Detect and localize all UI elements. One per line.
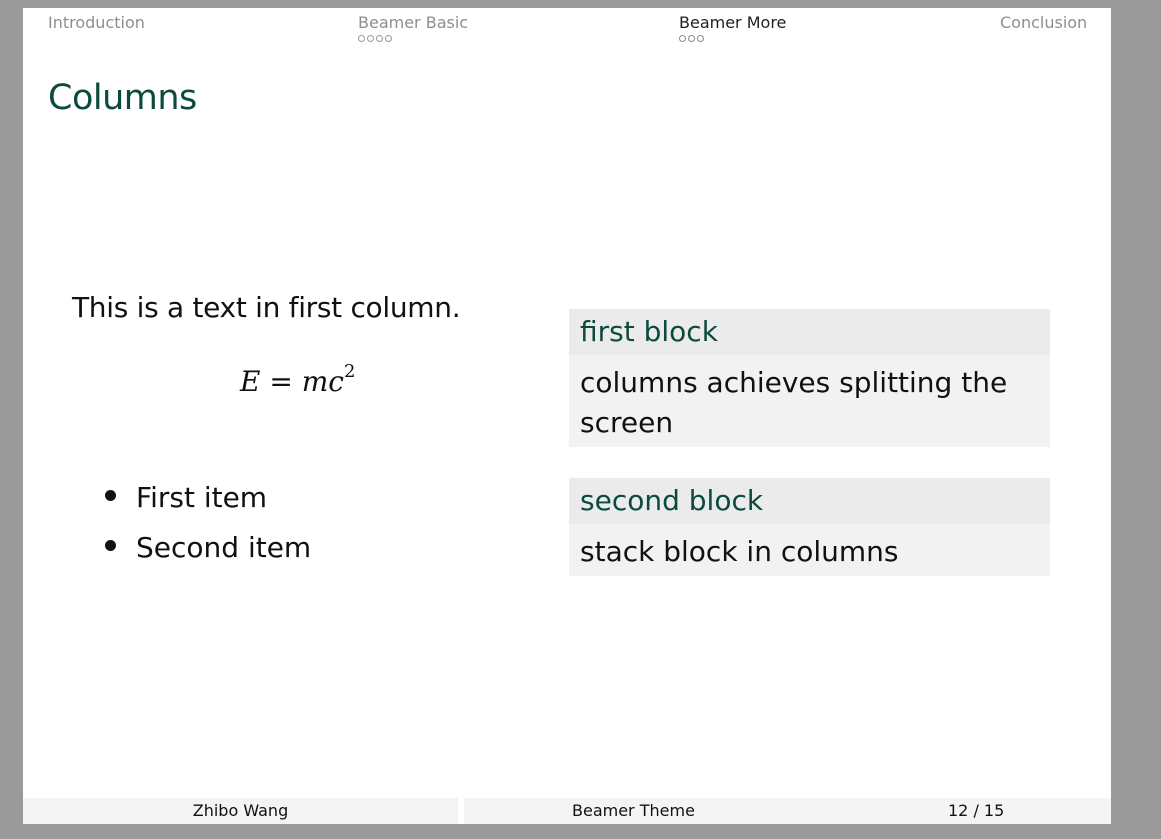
first-block: first block columns achieves splitting t… [569,309,1050,447]
block-body: columns achieves splitting the screen [569,355,1050,447]
nav-section-beamer-more[interactable]: Beamer More [679,13,786,47]
block-title: second block [569,478,1050,524]
equation-exponent: 2 [343,361,356,382]
frame-dot[interactable] [367,35,374,42]
list-item: First item [105,476,311,526]
section-navigation: Introduction Beamer Basic Beamer More Co… [23,13,1111,53]
list-item: Second item [105,526,311,576]
bullet-icon [105,490,116,501]
frame-dot[interactable] [688,35,695,42]
column-text: This is a text in first column. [72,291,461,324]
frame-dot[interactable] [358,35,365,42]
left-column: This is a text in first column. E = mc2 … [72,291,512,564]
equation-operator: = [260,365,302,398]
nav-section-label: Beamer Basic [358,13,469,32]
bullet-list: First item Second item [105,476,311,576]
frame-dot[interactable] [679,35,686,42]
block-body: stack block in columns [569,524,1050,576]
block-title: first block [569,309,1050,355]
nav-section-label: Beamer More [679,13,787,32]
equation-lhs: E [240,365,261,398]
frame-dot[interactable] [385,35,392,42]
footer: Zhibo Wang Beamer Theme 12 / 15 [23,798,1111,824]
equation-rhs: mc [301,365,344,398]
frame-dot[interactable] [376,35,383,42]
nav-section-conclusion[interactable]: Conclusion [1000,13,1087,33]
bullet-icon [105,540,116,551]
frame-title: Columns [48,78,197,118]
frame-dots [358,35,468,47]
nav-section-label: Conclusion [1000,13,1088,32]
nav-section-label: Introduction [48,13,145,32]
list-item-text: Second item [136,531,312,564]
equation: E = mc2 [240,361,355,398]
second-block: second block stack block in columns [569,478,1050,576]
frame-dot[interactable] [697,35,704,42]
footer-title: Beamer Theme [572,801,695,820]
nav-section-introduction[interactable]: Introduction [48,13,145,33]
list-item-text: First item [136,481,268,514]
frame-dots [679,35,786,47]
page-number: 12 / 15 [948,801,1005,820]
footer-author: Zhibo Wang [23,798,458,824]
nav-section-beamer-basic[interactable]: Beamer Basic [358,13,468,47]
footer-info: Beamer Theme 12 / 15 [464,798,1111,824]
slide: Introduction Beamer Basic Beamer More Co… [23,8,1111,824]
